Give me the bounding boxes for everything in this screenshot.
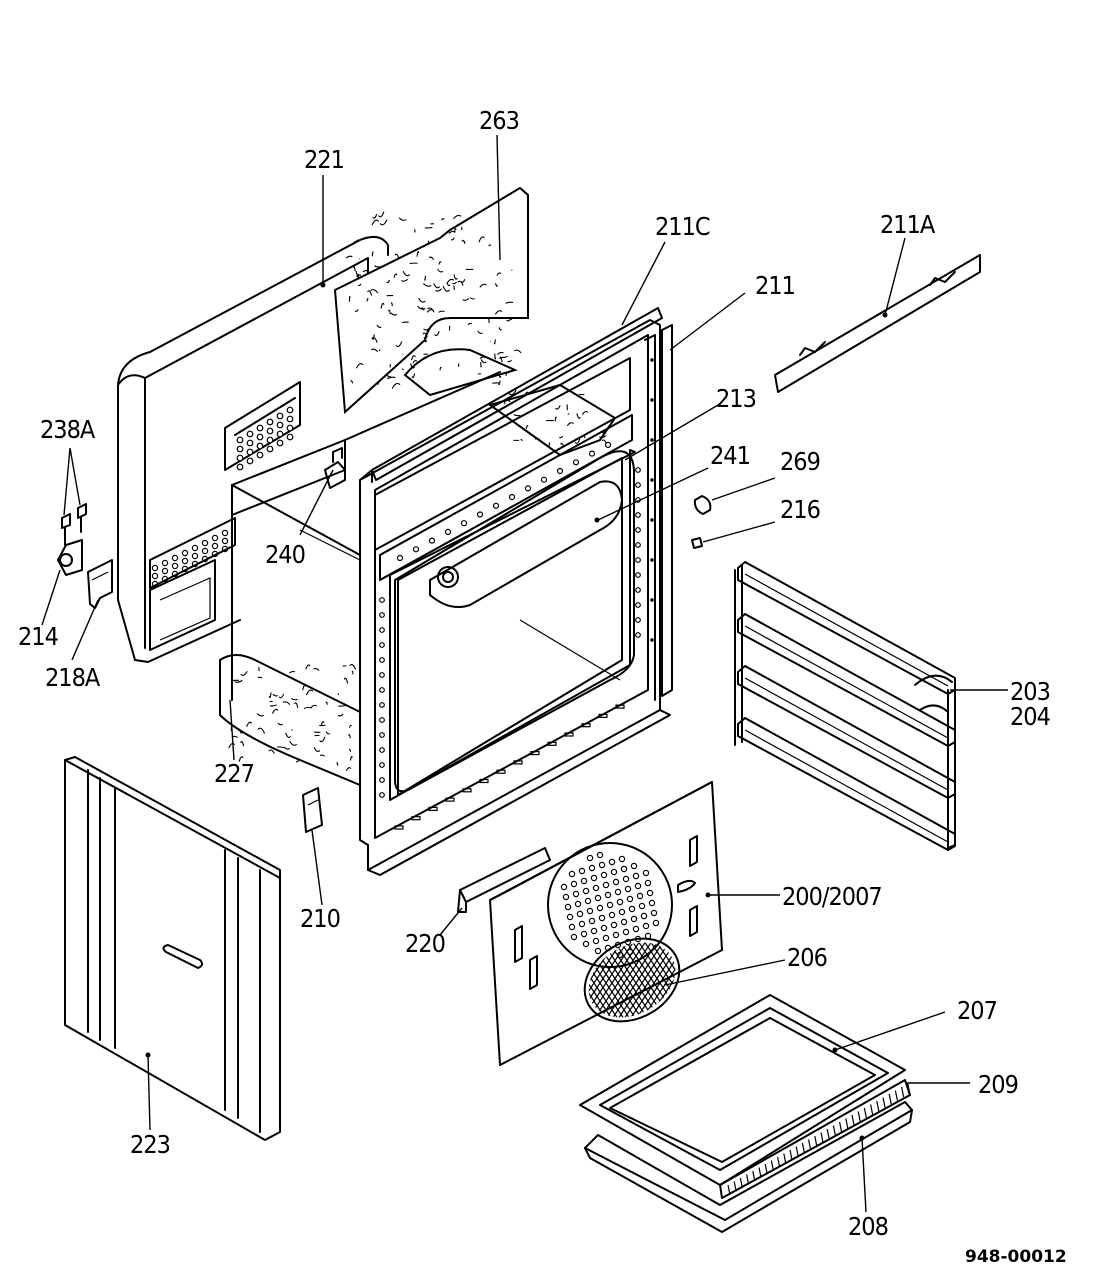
part-240-sensor <box>324 447 346 489</box>
part-211A-trim <box>774 254 981 393</box>
leader-lines <box>41 134 1008 1213</box>
label-216: 216 <box>780 495 820 524</box>
label-221: 221 <box>304 145 344 174</box>
perforation-holes <box>151 406 294 588</box>
fan-grille-holes <box>560 851 660 959</box>
part-221-rear-casing <box>117 235 389 663</box>
part-216-screw <box>691 537 703 549</box>
part-214-hinge <box>57 539 83 576</box>
label-208: 208 <box>848 1212 888 1241</box>
grid-slats <box>727 1083 911 1196</box>
part-207-baking-tray <box>579 994 906 1186</box>
label-206: 206 <box>787 943 827 972</box>
part-218A-bracket <box>87 559 113 609</box>
label-207: 207 <box>957 996 997 1025</box>
part-227-insulation <box>219 348 617 787</box>
part-223-side-panel <box>64 756 281 1141</box>
part-238A-screws <box>61 503 87 546</box>
label-214: 214 <box>18 622 59 651</box>
label-211A: 211A <box>880 210 936 239</box>
label-200-2007: 200/2007 <box>782 882 882 911</box>
part-labels: 263 221 211C 211A 211 213 238A 241 269 2… <box>18 106 1052 1241</box>
part-269-bulb <box>693 495 712 515</box>
label-209: 209 <box>978 1070 1018 1099</box>
label-218A: 218A <box>45 663 101 692</box>
part-220-bracket <box>457 847 551 913</box>
part-203-204-shelf-rails <box>734 561 956 851</box>
label-213: 213 <box>716 384 756 413</box>
label-211: 211 <box>755 271 795 300</box>
label-204: 204 <box>1010 702 1051 731</box>
part-208-deep-tray <box>584 1101 913 1233</box>
label-203: 203 <box>1010 677 1050 706</box>
label-211C: 211C <box>655 212 710 241</box>
oven-cavity <box>231 371 621 701</box>
frame-holes <box>379 358 654 830</box>
insulation-texture <box>228 351 607 772</box>
label-220: 220 <box>405 929 445 958</box>
label-223: 223 <box>130 1130 170 1159</box>
label-238A: 238A <box>40 415 96 444</box>
label-240: 240 <box>265 540 305 569</box>
label-227: 227 <box>214 759 254 788</box>
diagram-reference-code: 948-00012 <box>965 1247 1067 1267</box>
label-241: 241 <box>710 441 750 470</box>
part-211-front-frame <box>359 307 673 876</box>
part-200-back-panel <box>489 781 723 1066</box>
label-210: 210 <box>300 904 340 933</box>
part-213-seal <box>394 450 635 793</box>
label-269: 269 <box>780 447 820 476</box>
label-263: 263 <box>479 106 519 135</box>
part-210-clip <box>302 787 323 833</box>
part-209-grid-shelf <box>719 1079 911 1199</box>
